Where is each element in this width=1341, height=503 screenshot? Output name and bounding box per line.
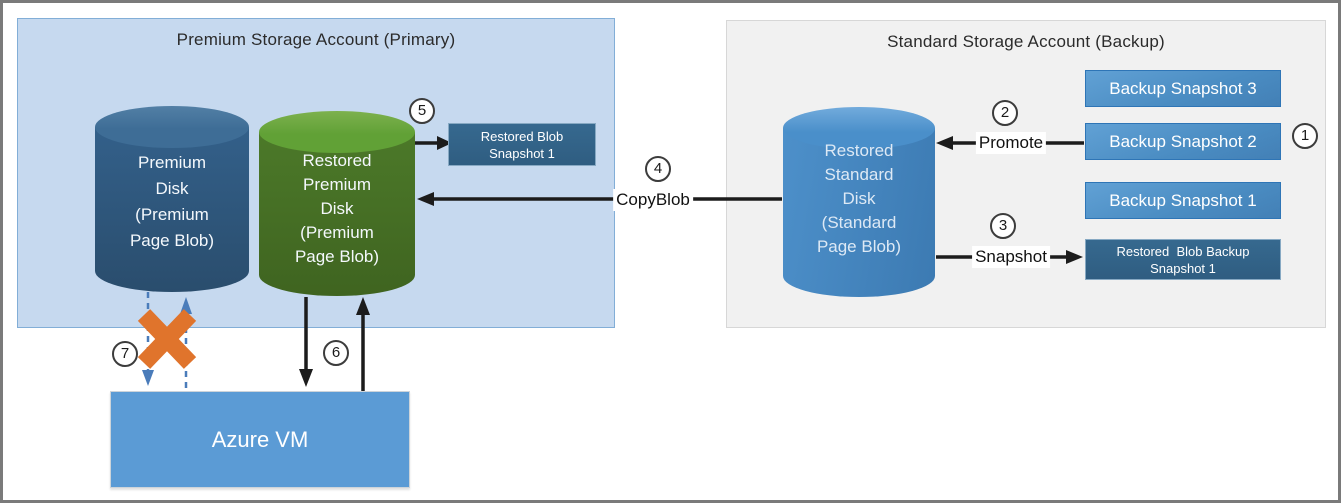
premium-disk-top [95,106,249,148]
step-5-badge: 5 [409,98,435,124]
azure-vm-box: Azure VM [110,391,410,488]
restored-standard-disk-top [783,107,935,149]
azure-vm-label: Azure VM [211,426,309,452]
step-2-badge: 2 [992,100,1018,126]
backup-snapshot-1-box: Backup Snapshot 1 [1085,182,1281,219]
backup-snapshot-3-box: Backup Snapshot 3 [1085,70,1281,107]
premium-disk-label: Premium Disk (Premium Page Blob) [129,153,215,250]
standard-storage-account-title: Standard Storage Account (Backup) [887,32,1165,51]
copyblob-label: CopyBlob [613,189,693,211]
restored-standard-disk-cylinder: Restored Standard Disk (Standard Page Bl… [783,107,935,297]
promote-label: Promote [975,132,1047,154]
restored-premium-disk-body [259,132,415,296]
restored-blob-snapshot-box: Restored Blob Snapshot 1 [448,123,596,166]
restored-standard-disk-body [783,128,935,297]
premium-disk-cylinder: Premium Disk (Premium Page Blob) [95,106,249,292]
step-7-badge: 7 [112,341,138,367]
step-1-badge: 1 [1292,123,1318,149]
restored-premium-disk-cylinder: Restored Premium Disk (Premium Page Blob… [259,111,415,296]
restored-premium-disk-label: Restored Premium Disk (Premium Page Blob… [294,151,380,266]
backup-snapshot-2-box: Backup Snapshot 2 [1085,123,1281,160]
step-3-badge: 3 [990,213,1016,239]
restored-premium-disk-top [259,111,415,153]
restored-blob-backup-snapshot-box: Restored Blob Backup Snapshot 1 [1085,239,1281,280]
primary-storage-account-title: Premium Storage Account (Primary) [176,30,456,49]
snapshot-label: Snapshot [972,246,1050,268]
premium-disk-body [95,127,249,292]
step-6-badge: 6 [323,340,349,366]
step-4-badge: 4 [645,156,671,182]
restored-standard-disk-label: Restored Standard Disk (Standard Page Bl… [816,141,902,256]
